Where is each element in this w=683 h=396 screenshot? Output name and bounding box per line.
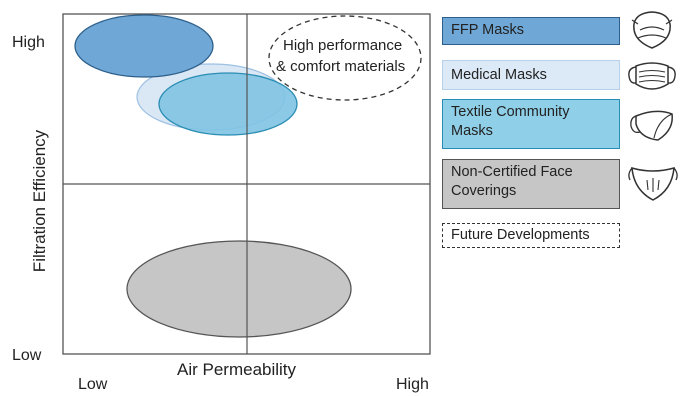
- ffp-mask-icon: [631, 11, 673, 49]
- future-region-line2: & comfort materials: [276, 58, 406, 75]
- legend-non-certified: Non-Certified Face Coverings: [442, 159, 620, 209]
- legend-textile-label: Textile Community Masks: [451, 104, 570, 139]
- future-region-line1: High performance: [283, 37, 403, 54]
- y-axis-title: Filtration Efficiency: [30, 129, 49, 273]
- medical-mask-icon: [628, 62, 676, 90]
- legend-non-certified-label: Non-Certified Face Coverings: [451, 164, 573, 199]
- textile-masks-region: [158, 72, 298, 136]
- y-axis-high-label: High: [12, 34, 45, 51]
- legend-future-label: Future Developments: [451, 227, 590, 243]
- x-axis-low-label: Low: [78, 376, 108, 393]
- legend-medical-masks: Medical Masks: [442, 60, 620, 90]
- non-certified-region: [126, 240, 352, 338]
- legend-ffp-masks: FFP Masks: [442, 17, 620, 45]
- x-axis-high-label: High: [396, 376, 429, 393]
- y-axis-low-label: Low: [12, 347, 42, 364]
- face-covering-icon: [628, 166, 678, 201]
- future-developments-region: [268, 15, 422, 101]
- legend-ffp-label: FFP Masks: [451, 22, 525, 38]
- ffp-masks-region: [74, 14, 214, 78]
- x-axis-title: Air Permeability: [177, 360, 297, 379]
- legend-medical-label: Medical Masks: [451, 67, 547, 83]
- textile-mask-icon: [630, 110, 673, 141]
- legend-textile-masks: Textile Community Masks: [442, 99, 620, 149]
- legend-future-developments: Future Developments: [442, 223, 620, 248]
